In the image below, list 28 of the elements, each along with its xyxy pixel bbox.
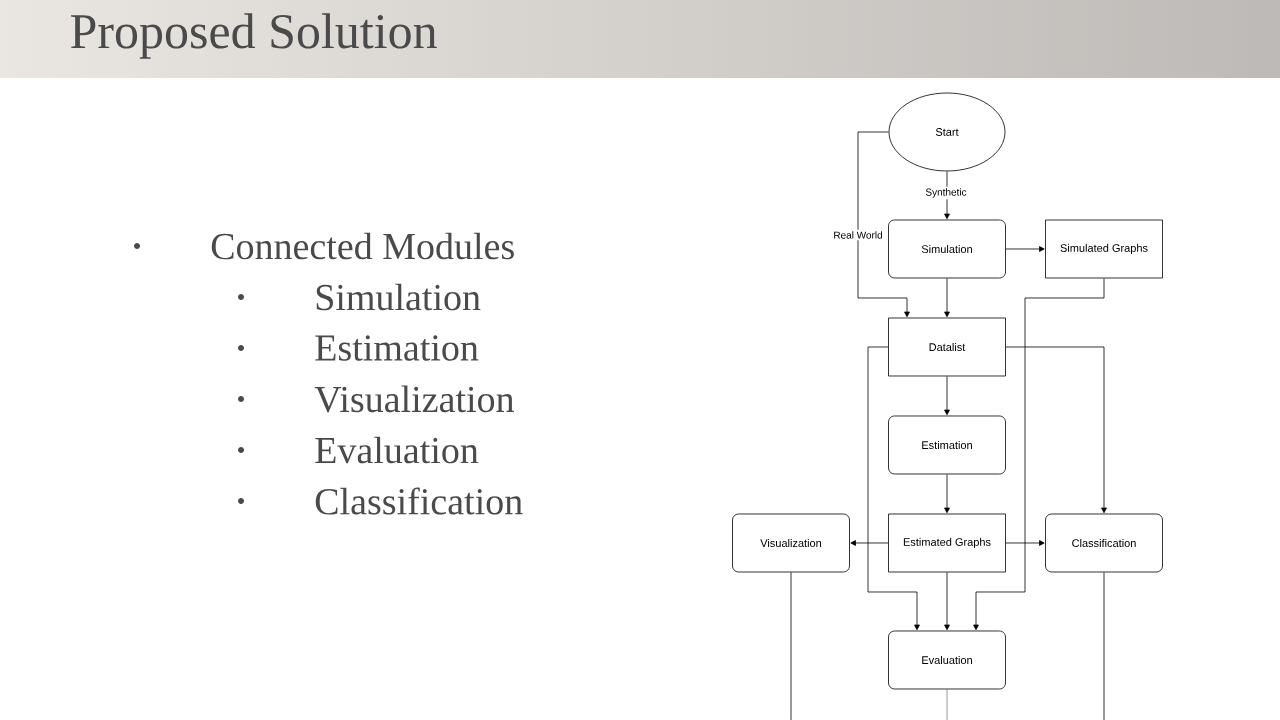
process-box: Visualization [732,513,850,573]
process-box: Simulation [888,219,1006,279]
slide-title: Proposed Solution [71,13,437,59]
data-box: Simulated Graphs [1045,219,1163,279]
bullet-text: Visualization [314,385,514,413]
arrow [973,278,1105,631]
arrow [1005,346,1107,514]
bullet-text: Classification [315,487,523,515]
bullet-text: Simulation [316,283,481,311]
arrow [944,376,950,416]
arrow [867,346,920,631]
arrow [944,171,950,220]
process-box: Classification [1045,513,1163,573]
arrow [944,474,950,514]
bullet-text: Estimation [315,335,479,361]
arrow [944,572,950,631]
process-box: Evaluation [888,630,1006,690]
arrow [944,278,950,318]
process-box: Estimation [888,415,1006,475]
data-box: Estimated Graphs [888,513,1006,573]
bullet-text: Connected Modules [211,232,514,260]
bullet-text: Evaluation [315,436,479,464]
arrow [850,540,889,546]
edge-label: Real World [831,229,885,241]
arrow [1005,246,1045,252]
data-box: Datalist [888,317,1006,377]
arrow [857,131,910,318]
arrow [1005,540,1045,546]
